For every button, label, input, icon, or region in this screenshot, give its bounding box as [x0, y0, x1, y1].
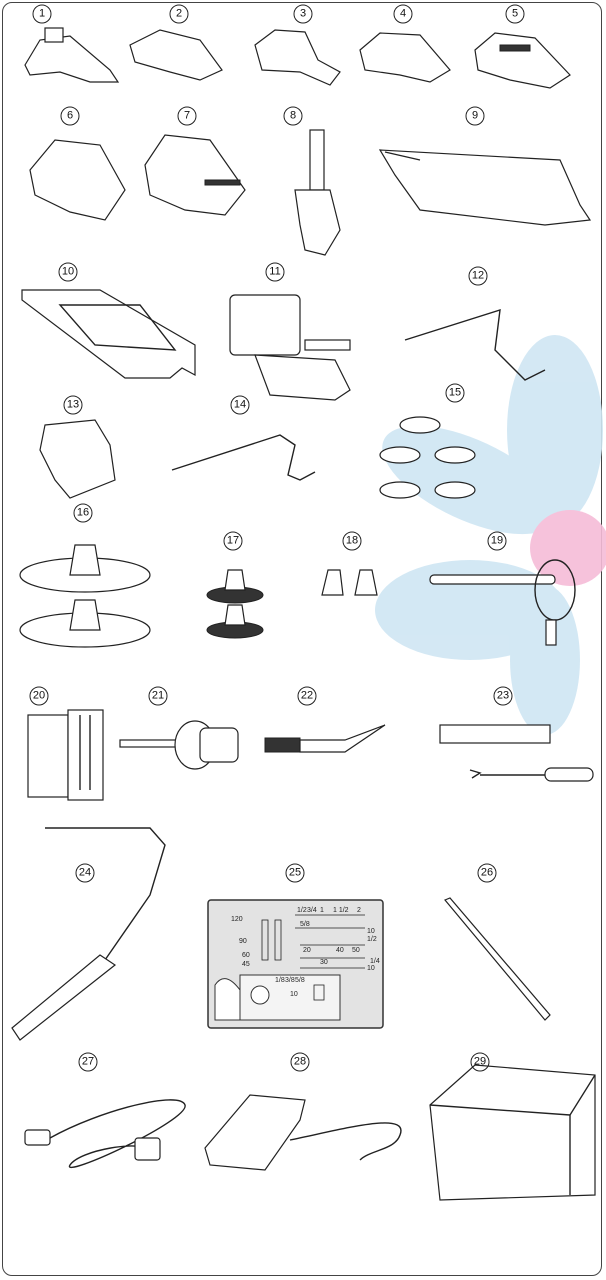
quilting-guide-14 [171, 434, 316, 481]
plate-scale-90: 90 [239, 938, 247, 945]
item-number-power-cord: 27 [78, 1052, 98, 1072]
item-number-automatic-buttonhole-foot: 9 [465, 106, 485, 126]
presser-foot-7 [144, 134, 246, 216]
walking-foot-drawing [229, 294, 351, 401]
item-number-spool-holders-small: 17 [223, 531, 243, 551]
plate-lower-40: 40 [336, 947, 344, 954]
plate-lower-50: 50 [352, 947, 360, 954]
quilting-guide-12 [404, 309, 546, 381]
item-number-felt-cushions: 18 [342, 531, 362, 551]
lint-brush-drawing [264, 724, 386, 753]
item-number-satin-stitch-foot: 2 [169, 4, 189, 24]
plate-scale-45: 45 [242, 961, 250, 968]
item-number-touch-panel-pen: 26 [477, 863, 497, 883]
needle-plate-drawing: 120 90 60 45 1/2 3/4 1 1 1/2 2 5/8 10 1/… [207, 899, 384, 1029]
flower-decoration [375, 335, 606, 735]
foot-control-drawing [204, 1094, 402, 1171]
plate-cover-2: 3/8 [285, 977, 295, 984]
darning-foot [294, 129, 341, 256]
item-number-quilting-guide: 14 [230, 395, 250, 415]
plate-cover-3: 5/8 [295, 977, 305, 984]
item-number-seam-ripper: 23 [493, 686, 513, 706]
cover-drawing [429, 1064, 596, 1201]
presser-foot-4 [359, 32, 451, 83]
item-number-satin-stitch-foot-f2: 13 [63, 395, 83, 415]
item-number-knee-lifter: 24 [75, 863, 95, 883]
presser-foot-6 [29, 139, 126, 221]
presser-foot-1 [24, 27, 120, 83]
screwdriver-drawing [119, 720, 239, 770]
plate-cover-mark: 10 [290, 991, 298, 998]
plate-mid-3: 1/2 [367, 936, 377, 943]
plate-top-1: 1/2 [297, 907, 307, 914]
plate-scale-60: 60 [242, 952, 250, 959]
buttonhole-foot [378, 149, 592, 226]
plate-scale-120: 120 [231, 916, 243, 923]
power-cord-drawing [24, 1099, 186, 1168]
plate-top-2: 3/4 [307, 907, 317, 914]
knee-lifter-drawing [11, 827, 166, 1041]
presser-foot-5 [474, 32, 571, 89]
plate-mid-1: 5/8 [300, 921, 310, 928]
presser-foot-13 [39, 419, 116, 499]
item-number-extra-spool-pin: 19 [487, 531, 507, 551]
plate-top-5: 2 [357, 907, 361, 914]
presser-foot-3 [254, 29, 341, 86]
item-number-foot-control: 28 [290, 1052, 310, 1072]
item-number-darning-foot: 8 [283, 106, 303, 126]
stabilizer-plate-drawing [21, 289, 196, 379]
item-number-spool-holders-large: 16 [73, 503, 93, 523]
needle-set-drawing [27, 709, 104, 801]
item-number-zigzag-foot: 1 [32, 4, 52, 24]
felt-cushions-drawing [321, 569, 378, 596]
item-number-semi-hard-cover: 29 [470, 1052, 490, 1072]
item-number-lint-brush: 22 [297, 686, 317, 706]
presser-foot-2 [129, 29, 223, 81]
item-number-zipper-foot: 3 [293, 4, 313, 24]
item-number-quarter-inch-seam-foot: 7 [177, 106, 197, 126]
item-number-rolled-hem-foot: 6 [60, 106, 80, 126]
plate-cover-1: 1/8 [275, 977, 285, 984]
plate-right-2: 10 [367, 965, 375, 972]
plate-lower-30: 30 [320, 959, 328, 966]
item-number-screwdriver: 21 [148, 686, 168, 706]
spool-pin-drawing [429, 559, 576, 646]
item-number-straight-stitch-needle-plate: 25 [285, 863, 305, 883]
item-number-overcasting-foot: 5 [505, 4, 525, 24]
bobbins-drawing [379, 416, 476, 499]
item-number-stabilizer-plate: 10 [58, 262, 78, 282]
touch-pen-drawing [444, 897, 551, 1021]
plate-top-3: 1 [320, 907, 324, 914]
item-number-blind-hem-foot: 4 [393, 4, 413, 24]
plate-lower-20: 20 [303, 947, 311, 954]
seam-ripper-drawing [439, 724, 594, 782]
spool-holders-large-drawing [19, 544, 151, 648]
item-number-quilting-guide-walking-foot: 12 [468, 266, 488, 286]
item-number-bobbins: 15 [445, 383, 465, 403]
plate-right-1: 1/4 [370, 958, 380, 965]
spool-holders-small-drawing [206, 569, 264, 639]
item-number-walking-foot: 11 [265, 262, 285, 282]
plate-top-4: 1 1/2 [333, 907, 349, 914]
item-number-needle-set: 20 [29, 686, 49, 706]
plate-mid-2: 10 [367, 928, 375, 935]
